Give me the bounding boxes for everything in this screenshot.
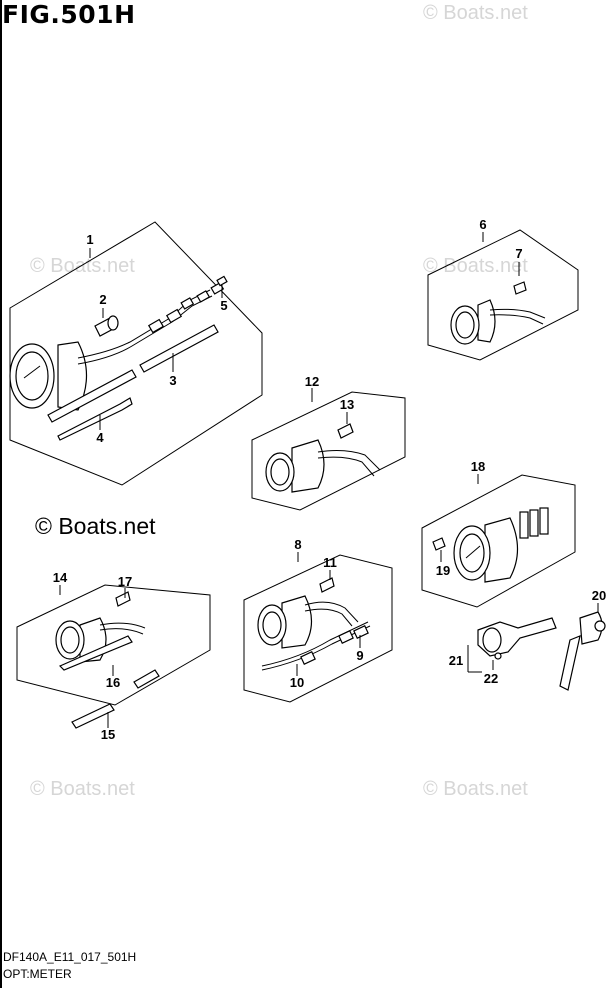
watermark-top-right: © Boats.net (423, 2, 528, 24)
part-number-11: 11 (323, 555, 337, 570)
part-number-13: 13 (340, 397, 354, 412)
group-6-outline (427, 229, 579, 361)
part-number-16: 16 (106, 675, 120, 690)
left-border-rule (0, 0, 2, 988)
gauge-18 (432, 507, 549, 583)
part-number-22: 22 (484, 671, 498, 686)
watermark-left-mid: © Boats.net (30, 255, 135, 277)
bulb-2 (94, 315, 119, 337)
part-number-6: 6 (479, 217, 486, 232)
part-number-1: 1 (86, 232, 93, 247)
group-8-outline (243, 554, 393, 703)
sender-20 (559, 611, 606, 691)
part-number-3: 3 (169, 373, 176, 388)
watermark-dark-center: © Boats.net (35, 513, 156, 539)
diagram-code: DF140A_E11_017_501H (3, 950, 137, 964)
gauge-6 (450, 281, 546, 345)
part-number-14: 14 (53, 570, 68, 585)
part-number-15: 15 (101, 727, 115, 742)
part-number-5: 5 (220, 298, 227, 313)
group-12-outline (251, 391, 406, 511)
gauge-12 (265, 423, 381, 493)
part-number-9: 9 (356, 648, 363, 663)
gauge-1 (9, 289, 213, 411)
harness-9-10 (261, 621, 371, 671)
gauge-14 (55, 591, 146, 663)
diagram-caption: OPT:METER (3, 967, 72, 981)
part-number-12: 12 (305, 374, 319, 389)
screw-22 (494, 652, 502, 660)
harness-connectors (147, 275, 228, 334)
part-number-18: 18 (471, 459, 485, 474)
part-number-19: 19 (436, 563, 450, 578)
group-14-outline (16, 584, 211, 706)
watermark-right-bottom: © Boats.net (423, 778, 528, 800)
part-number-2: 2 (99, 292, 106, 307)
cable-tie-16 (58, 635, 133, 671)
part-number-20: 20 (592, 588, 606, 603)
part-number-10: 10 (290, 675, 304, 690)
part-number-17: 17 (118, 574, 132, 589)
group-18-outline (421, 474, 576, 608)
bracket-21 (477, 617, 557, 657)
gauge-8 (257, 577, 359, 649)
cable-tie-4 (57, 397, 133, 441)
watermark-right-mid: © Boats.net (423, 255, 528, 277)
pipe-15 (71, 669, 160, 729)
group-1-outline (9, 221, 263, 486)
part-number-4: 4 (96, 430, 104, 445)
part-number-21: 21 (449, 653, 463, 668)
part-number-8: 8 (294, 537, 301, 552)
figure-title: FIG.501H (2, 0, 136, 29)
part-number-7: 7 (515, 246, 522, 261)
watermark-left-bottom: © Boats.net (30, 778, 135, 800)
pipe-3 (47, 324, 219, 423)
